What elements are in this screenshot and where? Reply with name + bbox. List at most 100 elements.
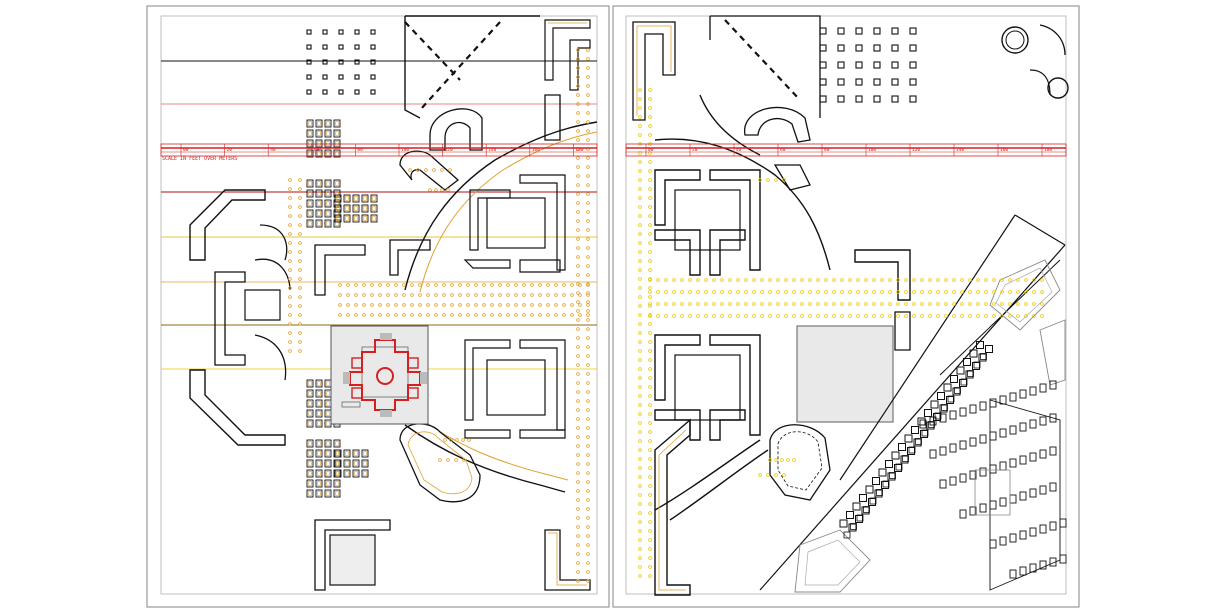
column-dot [872,314,876,318]
cell-inner [372,196,376,201]
column-dot [760,302,764,306]
column-dot [638,493,642,497]
column-dot [752,290,756,294]
column-dot [506,303,510,307]
cell-inner [308,141,312,146]
column-dot [426,303,430,307]
courtyard-corner [709,334,761,436]
pier-square [354,29,360,35]
cell [1019,389,1027,399]
column-dot [586,309,590,313]
column-dot [912,290,916,294]
column-dot [576,237,580,241]
ruler-tick-label: 00 [183,147,189,153]
column-dot [586,111,590,115]
petal-wall [773,164,811,191]
column-dot [490,283,494,287]
ruler-tick-label: 120 [445,147,453,153]
cell [1049,413,1057,423]
column-dot [288,214,292,218]
column-dot [288,295,292,299]
column-dot [952,278,956,282]
column-dot [442,303,446,307]
pier-square [873,61,881,69]
cell [324,379,332,388]
column-dot [458,293,462,297]
column-dot [586,228,590,232]
column-dot [638,115,642,119]
cell [343,459,351,468]
column-dot [648,358,652,362]
column-dot [450,293,454,297]
column-dot [638,268,642,272]
cell-inner [336,196,340,201]
column-dot [920,314,924,318]
cell [1009,494,1017,504]
column-dot [298,268,302,272]
cell [343,194,351,203]
column-dot [728,278,732,282]
cell [959,407,967,417]
column-dot [638,304,642,308]
column-dot [578,293,582,297]
column-dot [648,547,652,551]
column-dot [576,408,580,412]
column-dot-rows [288,48,590,583]
cell [960,378,968,386]
column-dot [648,295,652,299]
column-dot [288,187,292,191]
cell-inner [335,461,339,466]
column-dot [758,473,762,477]
column-dot [586,570,590,574]
pier-square [819,78,827,86]
column-dot [648,286,652,290]
cell-inner [308,451,312,456]
cell-inner [335,451,339,456]
courtyard-inner-square [486,359,546,416]
column-dot [648,475,652,479]
column-dot [856,278,860,282]
cell [324,129,332,138]
rotunda-lobe-lower [399,423,481,503]
cell [924,409,932,417]
cell [856,514,864,522]
cell [1039,416,1047,426]
column-dot [522,313,526,317]
cell-inner [326,181,330,186]
column-dot [816,290,820,294]
pier-square [909,44,917,52]
cell [343,214,351,223]
column-dot [576,354,580,358]
column-dot [576,111,580,115]
column-dot [648,250,652,254]
curved-avenue [654,138,831,271]
pier-square [322,59,328,65]
column-dot [784,290,788,294]
cell [999,497,1007,507]
column-dot [576,228,580,232]
column-dot [774,458,778,462]
column-dot [438,458,442,462]
cell [324,399,332,408]
column-dot [872,302,876,306]
column-dot [648,302,652,306]
column-dot [960,290,964,294]
column-dot [888,290,892,294]
cell [919,419,927,429]
column-dot [992,302,996,306]
column-dot [720,290,724,294]
cell [352,204,360,213]
column-dot [576,102,580,106]
inset-panel-empty [796,325,894,423]
column-dot [554,303,558,307]
column-dot [442,293,446,297]
cell [934,412,942,420]
column-dot [586,138,590,142]
column-dot [896,278,900,282]
cell-inner [345,461,349,466]
column-dot [712,278,716,282]
column-dot [944,290,948,294]
column-dot [288,259,292,263]
